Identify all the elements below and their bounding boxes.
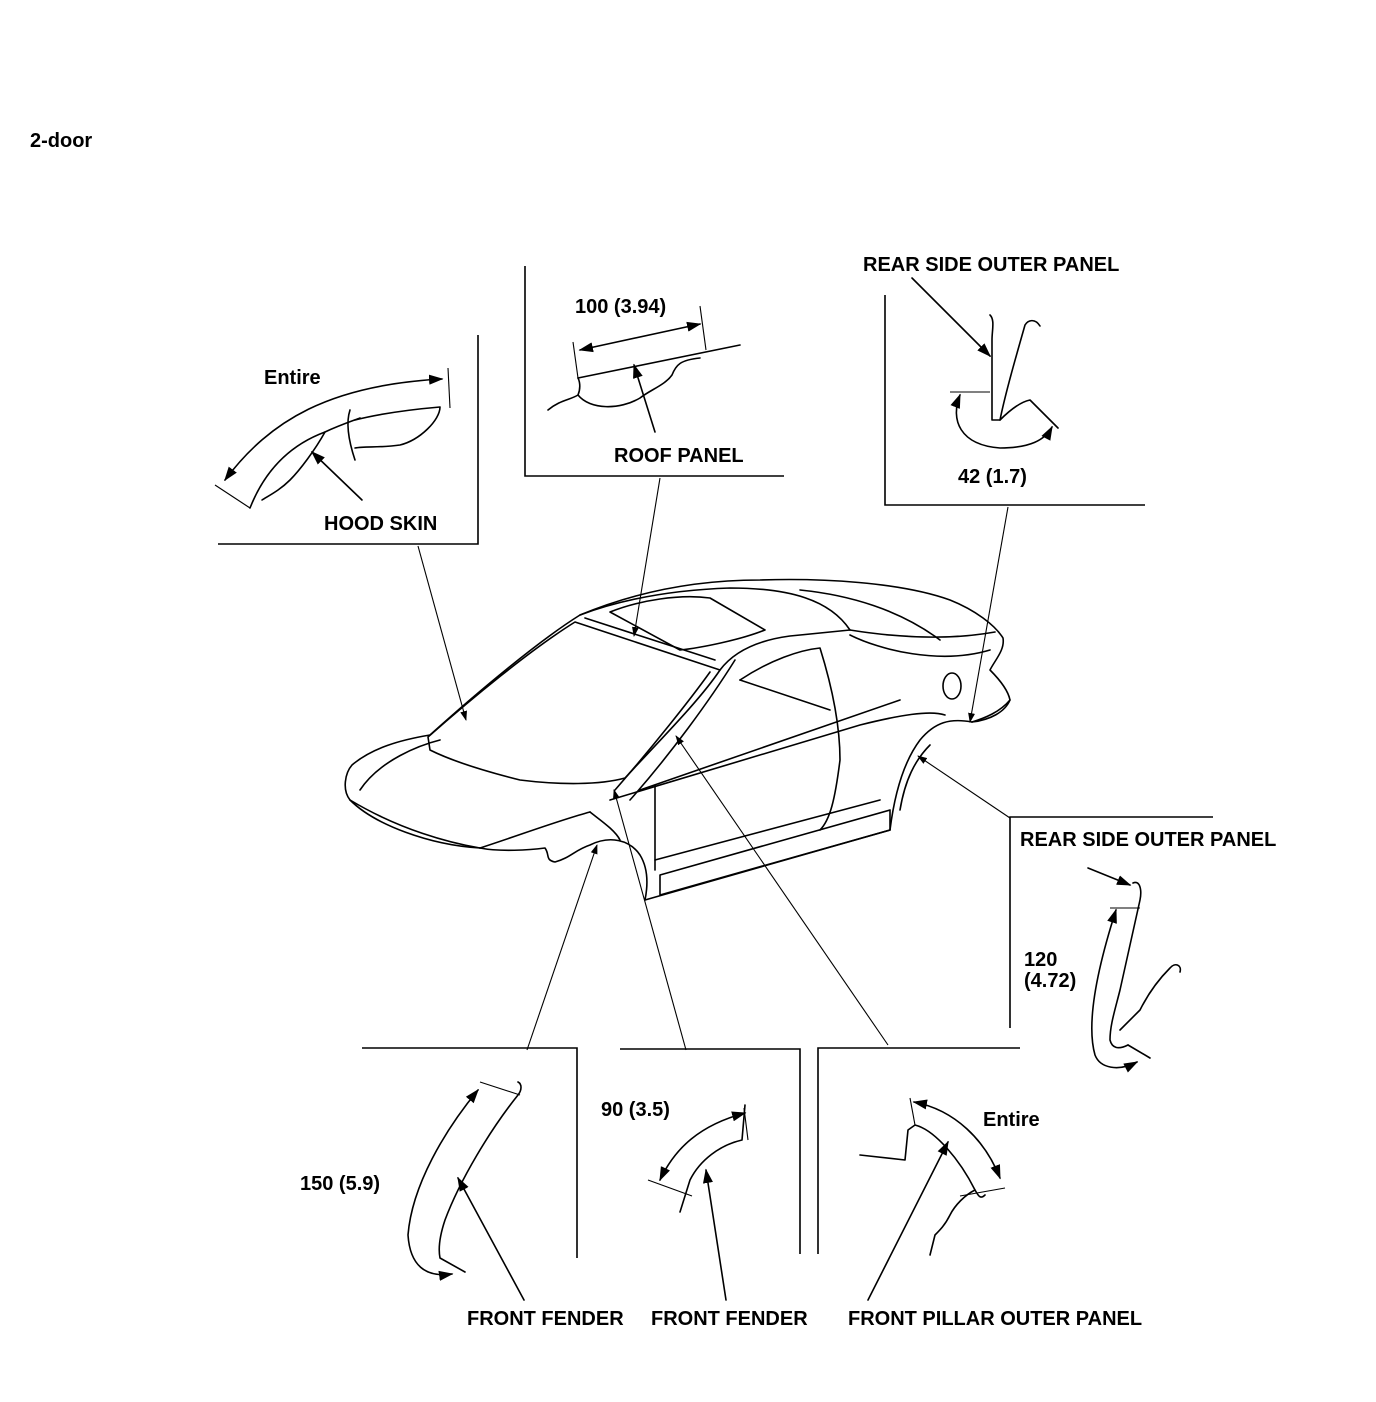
diagram-title: 2-door xyxy=(30,130,92,152)
hood-skin-callout: Entire HOOD SKIN xyxy=(214,335,479,721)
hood-skin-label: HOOD SKIN xyxy=(324,513,437,535)
rear-side-outer-panel-upper-callout: REAR SIDE OUTER PANEL 42 (1.7) xyxy=(863,254,1145,723)
car-body xyxy=(344,578,1011,901)
roof-panel-label: ROOF PANEL xyxy=(614,445,744,467)
rear-side-outer-panel-upper-label: REAR SIDE OUTER PANEL xyxy=(863,254,1119,276)
front-fender-right-measure: 90 (3.5) xyxy=(601,1099,670,1121)
front-fender-left-measure: 150 (5.9) xyxy=(300,1173,380,1195)
front-fender-left-label: FRONT FENDER xyxy=(467,1308,624,1330)
front-fender-left-callout: 150 (5.9) FRONT FENDER xyxy=(300,844,624,1330)
front-pillar-outer-panel-callout: Entire FRONT PILLAR OUTER PANEL xyxy=(675,735,1142,1330)
front-fender-right-label: FRONT FENDER xyxy=(651,1308,808,1330)
rear-side-outer-panel-lower-measure-line2: (4.72) xyxy=(1024,970,1076,992)
front-pillar-outer-panel-measure: Entire xyxy=(983,1109,1040,1131)
rear-side-outer-panel-lower-callout: REAR SIDE OUTER PANEL 120 (4.72) xyxy=(917,755,1276,1073)
roof-panel-measure: 100 (3.94) xyxy=(575,296,666,318)
roof-panel-callout: 100 (3.94) ROOF PANEL xyxy=(524,266,784,637)
rear-side-outer-panel-lower-label: REAR SIDE OUTER PANEL xyxy=(1020,829,1276,851)
front-pillar-outer-panel-label: FRONT PILLAR OUTER PANEL xyxy=(848,1308,1142,1330)
rear-side-outer-panel-upper-measure: 42 (1.7) xyxy=(958,466,1027,488)
hood-skin-measure: Entire xyxy=(264,367,321,389)
front-fender-right-callout: 90 (3.5) FRONT FENDER xyxy=(601,789,808,1330)
rear-side-outer-panel-lower-measure-line1: 120 xyxy=(1024,949,1057,971)
